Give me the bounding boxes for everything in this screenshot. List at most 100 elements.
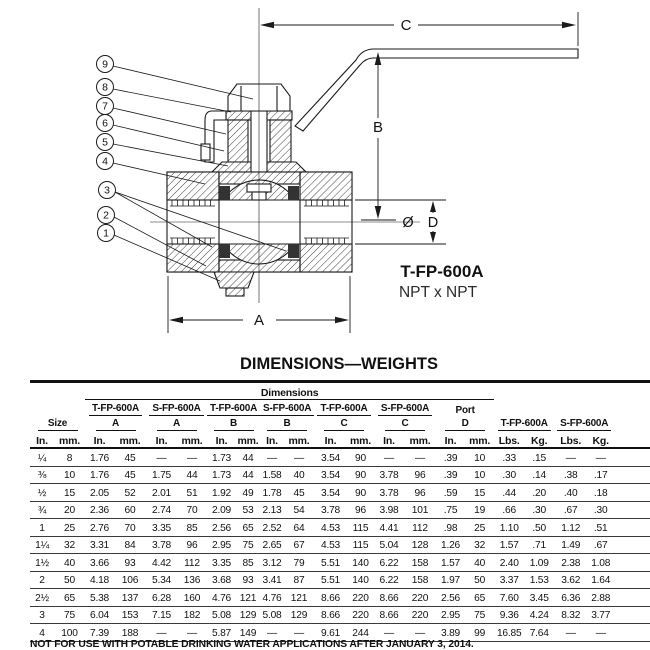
table-cell: 1.76 (89, 470, 110, 481)
table-cell: 19 (474, 505, 486, 516)
unit-lbs: Lbs. (560, 435, 582, 447)
table-cell: 158 (411, 575, 429, 586)
table-cell: 44 (242, 470, 254, 481)
table-cell: 115 (352, 522, 369, 534)
table-cell: .18 (593, 487, 608, 499)
dim-b-label: B (373, 119, 383, 136)
weight-group-s: S-FP-600A (557, 418, 612, 431)
table-cell: 3.78 (379, 470, 399, 481)
table-cell: 50 (474, 575, 486, 586)
table-cell: 3.45 (529, 592, 549, 604)
dim-a (167, 276, 351, 333)
letter-a-s: A (156, 418, 197, 431)
size-in-cell: 2 (39, 575, 45, 586)
letter-a-t: A (95, 418, 136, 431)
dim-b (361, 52, 396, 221)
size-mm-cell: 40 (64, 557, 75, 569)
table-cell: 1.64 (591, 575, 611, 586)
unit-mm: mm. (181, 435, 203, 447)
callout-circles (96, 55, 116, 242)
filler-cell (614, 536, 650, 554)
size-in-cell: 1¼ (35, 540, 49, 551)
table-cell: 1.76 (89, 452, 110, 464)
table-cell: 45 (124, 470, 136, 481)
table-row: 1¼ 32 3.31 84 3.78 96 2.95 75 2.65 67 4.… (30, 536, 650, 554)
table-cell: .75 (443, 505, 458, 516)
table-cell: 10 (474, 470, 486, 481)
table-cell: 54 (293, 505, 305, 516)
table-cell: 149 (239, 627, 257, 639)
filler-cell (614, 606, 650, 624)
filler-cell (614, 466, 650, 484)
table-cell: — (187, 452, 197, 464)
table-cell: 93 (124, 557, 136, 569)
letter-c-t: C (324, 418, 364, 431)
table-cell: 44 (242, 452, 254, 464)
table-cell: 40 (474, 557, 486, 569)
table-cell: 25 (474, 522, 486, 534)
table-cell: 2.88 (591, 592, 611, 604)
table-cell: .39 (443, 470, 458, 481)
table-cell: 6.22 (379, 575, 399, 586)
unit-in: In. (36, 435, 48, 447)
handle-lever (294, 48, 579, 132)
dim-c-label: C (401, 17, 412, 34)
packing-right (269, 119, 292, 163)
table-cell: 8.32 (561, 610, 581, 621)
table-cell: 60 (124, 505, 136, 516)
unit-in: In. (266, 435, 278, 447)
table-cell: .51 (593, 522, 608, 534)
table-cell: 4.76 (262, 592, 282, 604)
table-cell: 1.12 (561, 522, 581, 534)
filler-cell (614, 554, 650, 572)
table-cell: 85 (242, 557, 254, 569)
table-cell: 1.92 (211, 487, 232, 499)
table-cell: 10 (474, 452, 486, 464)
table-cell: 96 (414, 487, 426, 499)
dim-c (260, 12, 579, 46)
table-cell: 3.37 (499, 575, 519, 586)
dim-a-label: A (254, 312, 264, 329)
unit-in: In. (215, 435, 228, 447)
table-cell: 2.56 (211, 522, 232, 534)
filler-cell (614, 589, 650, 607)
table-cell: 70 (124, 522, 136, 534)
letter-c-s: C (385, 418, 425, 431)
size-mm-cell: 15 (64, 487, 75, 499)
table-row: 1½ 40 3.66 93 4.42 112 3.35 85 3.12 79 5… (30, 554, 650, 572)
table-cell: 158 (411, 557, 429, 569)
size-mm-cell: 75 (64, 610, 75, 621)
size-in-cell: ⅜ (37, 470, 47, 481)
table-cell: 5.04 (379, 540, 399, 551)
table-cell: 2.95 (211, 540, 232, 551)
table-cell: 6.22 (379, 557, 399, 569)
table-cell: 5.34 (151, 575, 172, 586)
table-cell: 112 (184, 557, 200, 569)
table-cell: 244 (352, 627, 369, 639)
table-row: 4 100 7.39 188 — — 5.87 149 — — 9.61 244… (30, 624, 650, 641)
table-cell: 45 (293, 487, 305, 499)
table-cell: 6.36 (561, 592, 581, 604)
group-s-fp-600a-c: S-FP-600A (377, 403, 433, 416)
letter-d-port: D (445, 418, 486, 431)
unit-mm: mm. (469, 435, 491, 447)
table-cell: — (384, 452, 394, 464)
size-mm-cell: 25 (64, 522, 75, 534)
table-cell: — (415, 452, 425, 464)
table-cell: 1.53 (529, 575, 549, 586)
table-cell: — (565, 627, 576, 639)
table-cell: 188 (121, 627, 139, 639)
bottom-boss (213, 271, 255, 289)
table-cell: 106 (121, 575, 139, 586)
header-row-dimensions: Dimensions (30, 381, 650, 400)
table-cell: 7.15 (151, 610, 172, 621)
table-cell: 2.52 (262, 522, 282, 534)
table-cell: — (565, 452, 576, 464)
table-cell: — (294, 627, 304, 639)
footnote: NOT FOR USE WITH POTABLE DRINKING WATER … (30, 639, 474, 650)
table-cell: 64 (293, 522, 305, 534)
table-cell: — (267, 627, 277, 639)
table-row: 3 75 6.04 153 7.15 182 5.08 129 5.08 129… (30, 606, 650, 624)
group-t-fp-600a-b: T-FP-600A (207, 403, 260, 416)
table-cell: 1.26 (440, 540, 461, 551)
